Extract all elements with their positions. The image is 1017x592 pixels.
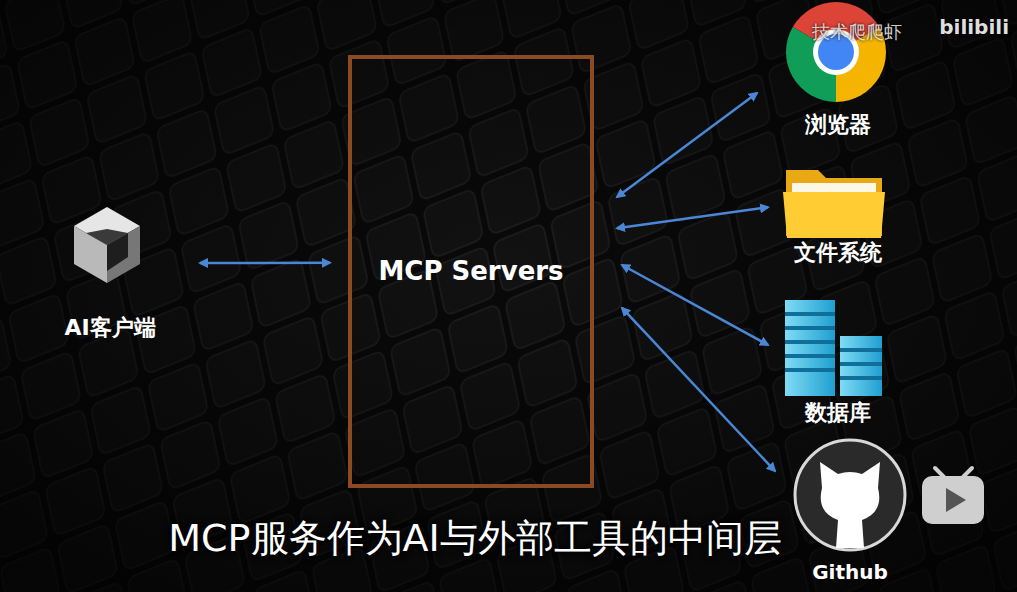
- bidirectional-arrow: [617, 207, 768, 228]
- client-icon: [74, 207, 140, 283]
- bidirectional-arrow: [622, 308, 775, 471]
- filesystem-node: 文件系统: [775, 160, 900, 270]
- subtitle-caption: MCP服务作为AI与外部工具的中间层: [0, 516, 950, 562]
- github-node: Github: [780, 438, 920, 588]
- node-label: 文件系统: [794, 240, 882, 266]
- bilibili-play-icon: [922, 468, 984, 524]
- node-label: 浏览器: [805, 112, 871, 138]
- watermark-logo: bilibili: [939, 15, 1009, 39]
- folder-icon: [783, 170, 885, 238]
- node-label: MCP Servers: [378, 256, 563, 287]
- node-label: Github: [812, 560, 888, 584]
- node-label: 数据库: [805, 400, 871, 426]
- chrome-icon: [786, 2, 886, 102]
- server-box: MCP Servers: [348, 55, 594, 488]
- bidirectional-arrow: [617, 93, 757, 197]
- bidirectional-arrow: [200, 262, 330, 265]
- watermark-text: 技术爬爬虾: [812, 20, 902, 44]
- database-icon: [785, 300, 882, 396]
- client-node: AI客户端: [55, 195, 165, 345]
- node-label: AI客户端: [64, 315, 155, 341]
- database-node: 数据库: [775, 295, 900, 430]
- github-icon: [795, 440, 905, 550]
